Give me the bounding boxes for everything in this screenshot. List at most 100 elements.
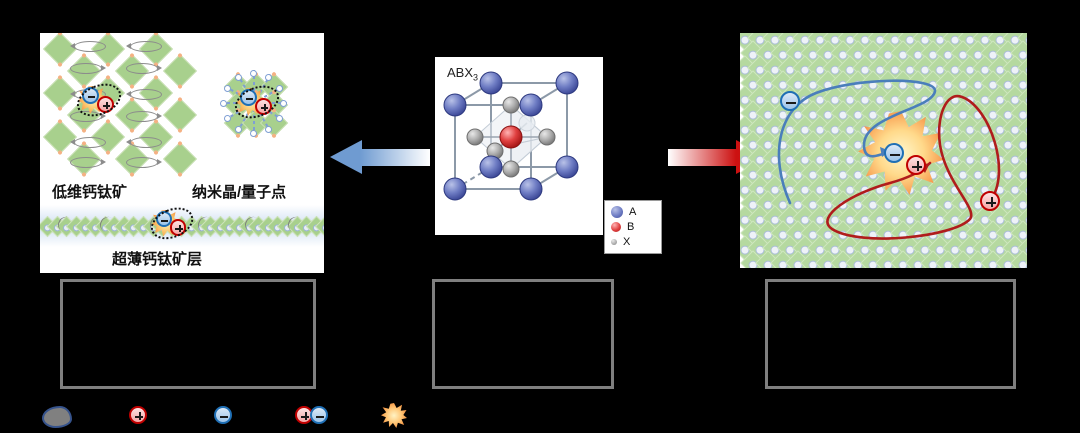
- lattice-dipole: [126, 41, 162, 52]
- pair-electron-glyph: [310, 406, 328, 424]
- minus-bar: [315, 415, 325, 418]
- hole-icon: [169, 219, 187, 236]
- legend-label-a: A: [629, 206, 637, 218]
- hole-path: [826, 94, 1001, 240]
- charge-cloud-shape: [42, 406, 72, 428]
- arrow-head-left: [330, 140, 362, 174]
- b-site-cation: [320, 222, 324, 233]
- dipole-arrowhead: [70, 139, 75, 145]
- dipole-arrowhead: [70, 91, 75, 97]
- hole-icon: [97, 96, 114, 113]
- plus-bar: [106, 101, 109, 110]
- dipole-arrowhead: [126, 91, 131, 97]
- dipole-arrowhead: [157, 159, 162, 165]
- lattice-dipole: [126, 63, 162, 74]
- plus-bar: [264, 103, 267, 112]
- ligand-anchor: [265, 125, 272, 133]
- ligand-anchor: [220, 100, 227, 107]
- dipole-arrowhead: [126, 43, 131, 49]
- perovskite-octahedron: [43, 33, 77, 66]
- 2d-perovskite-lattice: [43, 33, 197, 176]
- dipole-arrowhead: [157, 113, 162, 119]
- plus-bar: [990, 197, 993, 207]
- nanocrystal-diagram: [186, 35, 322, 171]
- lattice-dipole: [126, 157, 162, 168]
- electron-glyph: [214, 406, 232, 424]
- legend-ball-a: [611, 206, 623, 218]
- ligand-anchor: [280, 100, 287, 107]
- bound-exciton: [72, 77, 126, 123]
- minus-bar: [219, 415, 229, 418]
- arrow-to-confinement: [330, 140, 430, 174]
- ligand-anchor: [235, 125, 242, 133]
- legend-label-b: B: [627, 221, 635, 233]
- ligand-anchor: [224, 115, 232, 122]
- legend-label-x: X: [623, 236, 631, 248]
- lattice-dipole: [70, 157, 106, 168]
- ligand-anchor: [250, 70, 257, 77]
- figure-legend-icons: [40, 400, 407, 430]
- lattice-dipole: [126, 89, 162, 100]
- free-electron-icon: [780, 91, 800, 111]
- burst-shape: [381, 403, 407, 428]
- lattice-dipole: [70, 41, 106, 52]
- hole-icon: [125, 400, 155, 430]
- plus-bar: [304, 411, 307, 421]
- electron-icon: [82, 87, 99, 104]
- unit-cell-svg: [443, 71, 579, 201]
- bound-exciton: [230, 79, 284, 125]
- label-ultrathin-layer: 超薄钙钛矿层: [112, 251, 203, 268]
- plus-bar: [178, 224, 181, 233]
- low-dim-lattice-area: [40, 33, 324, 176]
- formula-main: ABX: [447, 65, 474, 80]
- lattice-dipole: [126, 111, 162, 122]
- charge-cloud-icon: [40, 400, 72, 430]
- dipole-arrowhead: [101, 113, 106, 119]
- minus-bar: [161, 219, 169, 222]
- plus-bar: [138, 411, 141, 421]
- lattice-dipole: [70, 137, 106, 148]
- ligand-anchor: [275, 85, 283, 92]
- ligand-anchor: [265, 74, 272, 82]
- perovskite-octahedron: [43, 120, 77, 154]
- dipole-arrowhead: [126, 139, 131, 145]
- panel-abx3-unit-cell: ABX3: [435, 57, 603, 235]
- recombining-hole-icon: [906, 155, 926, 175]
- lattice-dipole: [70, 111, 106, 122]
- formula-abx3: ABX3: [447, 65, 478, 83]
- minus-bar: [890, 153, 900, 156]
- plus-bar: [916, 161, 919, 171]
- minus-bar: [245, 98, 254, 101]
- electron-icon: [210, 400, 240, 430]
- hole-icon: [255, 98, 272, 115]
- ligand-anchor: [235, 74, 242, 82]
- recombination-burst-icon: [380, 400, 410, 430]
- dipole-arrowhead: [157, 65, 162, 71]
- minus-bar: [786, 101, 796, 104]
- dipole-arrowhead: [101, 159, 106, 165]
- ligand-anchor: [224, 85, 232, 92]
- panel-carrier-diffusion: [740, 33, 1027, 268]
- arrow-tail-right: [668, 149, 736, 166]
- lattice-dipole: [70, 63, 106, 74]
- recombining-electron-icon: [884, 143, 904, 163]
- legend-ball-x: [611, 239, 617, 245]
- legend-row-x: X: [611, 236, 630, 248]
- legend-row-a: A: [611, 206, 636, 218]
- minus-bar: [87, 96, 96, 99]
- dipole-arrowhead: [101, 65, 106, 71]
- electron-path: [777, 79, 937, 205]
- surface-ligand: [253, 103, 255, 137]
- exciton-pair-icon: [295, 400, 328, 430]
- ligand-anchor: [250, 130, 257, 137]
- caption-box-center[interactable]: [432, 279, 614, 389]
- dipole-arrowhead: [70, 43, 75, 49]
- electron-icon: [240, 89, 257, 106]
- caption-box-left[interactable]: [60, 279, 316, 389]
- caption-box-right[interactable]: [765, 279, 1016, 389]
- label-low-dim-perovskite: 低维钙钛矿: [52, 184, 128, 201]
- free-hole-icon: [980, 191, 1000, 211]
- formula-subscript: 3: [473, 72, 479, 83]
- legend-row-b: B: [611, 221, 634, 233]
